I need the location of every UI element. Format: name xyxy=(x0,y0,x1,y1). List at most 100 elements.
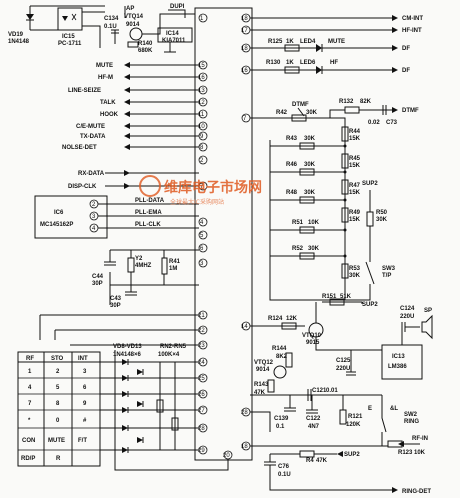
key-rdp[interactable]: RD/P xyxy=(21,456,35,462)
svg-text:30K: 30K xyxy=(349,273,361,279)
svg-text:NOLSE-DET: NOLSE-DET xyxy=(62,145,97,151)
key-7[interactable]: 7 xyxy=(28,401,32,407)
key-4[interactable]: 4 xyxy=(28,385,32,391)
key-ft[interactable]: F/T xyxy=(78,438,87,444)
r132-value: 82K xyxy=(360,99,372,105)
top-left-section: VD19 1N4148 IC15 PC-1711 C134 0.1U AP VT… xyxy=(8,4,195,54)
svg-text:15K: 15K xyxy=(349,136,361,142)
svg-text:RF-IN: RF-IN xyxy=(412,436,428,442)
keypad-header-sto: STO xyxy=(51,356,64,362)
svg-text:Y2: Y2 xyxy=(135,256,143,262)
main-ic xyxy=(194,7,253,461)
svg-text:TX-DATA: TX-DATA xyxy=(80,134,106,140)
r125-value: 1K xyxy=(286,39,294,45)
svg-text:C43: C43 xyxy=(110,296,122,302)
svg-text:IC6: IC6 xyxy=(54,210,64,216)
svg-text:23: 23 xyxy=(198,343,205,349)
svg-text:29: 29 xyxy=(198,448,205,454)
svg-text:LINE-SEIZE: LINE-SEIZE xyxy=(68,88,101,94)
r125-label: R125 xyxy=(268,39,283,45)
svg-text:R43: R43 xyxy=(286,136,298,142)
svg-text:15K: 15K xyxy=(349,217,361,223)
ic15-optocoupler xyxy=(57,7,83,31)
svg-text:47K: 47K xyxy=(254,390,266,396)
svg-text:E: E xyxy=(368,406,372,412)
svg-text:C/E-MUTE: C/E-MUTE xyxy=(76,124,105,130)
svg-text:C76: C76 xyxy=(278,464,290,470)
svg-text:RN2-RN5: RN2-RN5 xyxy=(160,344,187,350)
resistor-network xyxy=(156,399,164,413)
svg-text:3: 3 xyxy=(200,261,204,267)
key-1[interactable]: 1 xyxy=(28,369,32,375)
svg-text:0.01: 0.01 xyxy=(326,388,338,394)
svg-text:C44: C44 xyxy=(92,274,104,280)
svg-text:R151: R151 xyxy=(322,294,337,300)
vd19-part: 1N4148 xyxy=(8,39,30,45)
key-mute[interactable]: MUTE xyxy=(48,438,65,444)
svg-text:RING-DET: RING-DET xyxy=(402,489,431,495)
svg-text:MC145162P: MC145162P xyxy=(40,222,73,228)
svg-text:0.1U: 0.1U xyxy=(278,472,291,478)
svg-text:R144: R144 xyxy=(272,346,287,352)
signal-hook: HOOK xyxy=(100,111,199,118)
r42-label: R42 xyxy=(276,110,288,116)
svg-text:12: 12 xyxy=(198,100,205,106)
keypad-matrix: VD8-VD13 1N4148×6 RN2-RN5 100K×4 RF xyxy=(17,314,229,471)
svg-text:T/P: T/P xyxy=(382,273,391,279)
svg-text:30P: 30P xyxy=(110,303,121,309)
transistor-vtq12 xyxy=(273,365,287,379)
key-3[interactable]: 3 xyxy=(83,369,87,375)
svg-text:4: 4 xyxy=(200,220,204,226)
svg-text:RING: RING xyxy=(404,419,419,425)
svg-text:24: 24 xyxy=(198,360,205,366)
svg-text:9014: 9014 xyxy=(256,367,270,373)
main-ic-right-pins: 18 17 18 16 7 14 28 18 xyxy=(241,13,251,451)
svg-text:4N7: 4N7 xyxy=(308,424,320,430)
key-5[interactable]: 5 xyxy=(56,385,60,391)
key-2[interactable]: 2 xyxy=(56,369,60,375)
r140-label: R140 xyxy=(138,41,153,47)
svg-text:9: 9 xyxy=(200,134,204,140)
svg-text:R121: R121 xyxy=(348,414,363,420)
svg-text:R46: R46 xyxy=(286,162,298,168)
svg-text:PLL-DATA: PLL-DATA xyxy=(135,198,165,204)
svg-text:5: 5 xyxy=(200,233,204,239)
svg-text:10K: 10K xyxy=(308,220,320,226)
signal-hf-m: HF-M xyxy=(98,74,199,81)
svg-text:HOOK: HOOK xyxy=(100,112,119,118)
svg-text:28: 28 xyxy=(198,426,205,432)
svg-text:R51: R51 xyxy=(292,220,304,226)
key-9[interactable]: 9 xyxy=(83,401,87,407)
key-r[interactable]: R xyxy=(56,456,61,462)
key-con[interactable]: CON xyxy=(22,438,35,444)
svg-text:R4: R4 xyxy=(306,458,314,464)
svg-text:R49: R49 xyxy=(349,210,361,216)
svg-text:PLL-EMA: PLL-EMA xyxy=(135,210,162,216)
key-6[interactable]: 6 xyxy=(83,385,87,391)
key-hash[interactable]: # xyxy=(83,418,87,424)
key-0[interactable]: 0 xyxy=(56,418,60,424)
svg-text:220U: 220U xyxy=(400,314,414,320)
svg-text:120K: 120K xyxy=(346,422,361,428)
right-top-section: CM-INT HF-INT R125 1K LED4 MUTE DF R130 … xyxy=(250,15,423,126)
ic13-amp xyxy=(381,344,423,380)
svg-text:VTQ12: VTQ12 xyxy=(254,360,274,366)
ic15-label: IC15 xyxy=(62,34,75,40)
key-8[interactable]: 8 xyxy=(56,401,60,407)
svg-text:SUP2: SUP2 xyxy=(362,181,378,187)
vtq14-part: 9014 xyxy=(126,22,140,28)
svg-text:22: 22 xyxy=(198,328,205,334)
ap-label: AP xyxy=(126,6,134,12)
svg-text:18: 18 xyxy=(241,444,248,450)
svg-text:R45: R45 xyxy=(349,156,361,162)
svg-text:RX-DATA: RX-DATA xyxy=(78,171,105,177)
svg-text:12K: 12K xyxy=(286,316,298,322)
led6-hf: HF xyxy=(330,60,338,66)
svg-text:R52: R52 xyxy=(292,246,304,252)
svg-text:R53: R53 xyxy=(349,266,361,272)
r130-value: 1K xyxy=(286,60,294,66)
key-star[interactable]: * xyxy=(28,418,31,424)
ic6-pll: IC6 MC145162P 2 3 4 PLL-DATA PLL-EMA PLL… xyxy=(34,195,199,239)
svg-text:MUTE: MUTE xyxy=(96,63,113,69)
